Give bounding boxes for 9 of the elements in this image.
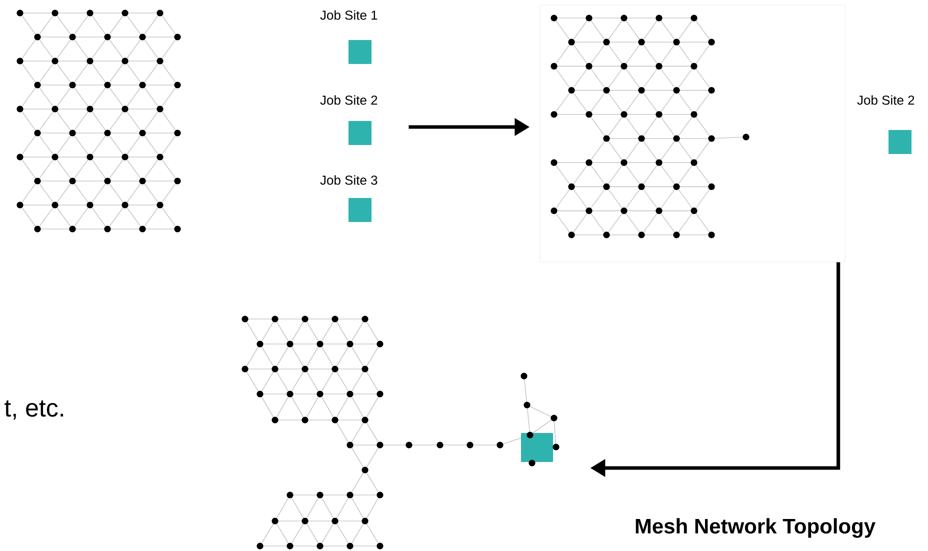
site-label: Job Site 2	[320, 95, 378, 105]
caption: Mesh Network Topology	[636, 518, 876, 538]
mesh-drawing	[242, 316, 560, 550]
mesh-drawing	[16, 10, 181, 232]
mesh-drawing	[540, 4, 846, 262]
site-label: Job Site 3	[320, 175, 378, 185]
site-label: Job Site 2	[857, 95, 914, 105]
site-label: Job Site 1	[320, 10, 378, 20]
text-fragment: t, etc.	[4, 400, 64, 420]
